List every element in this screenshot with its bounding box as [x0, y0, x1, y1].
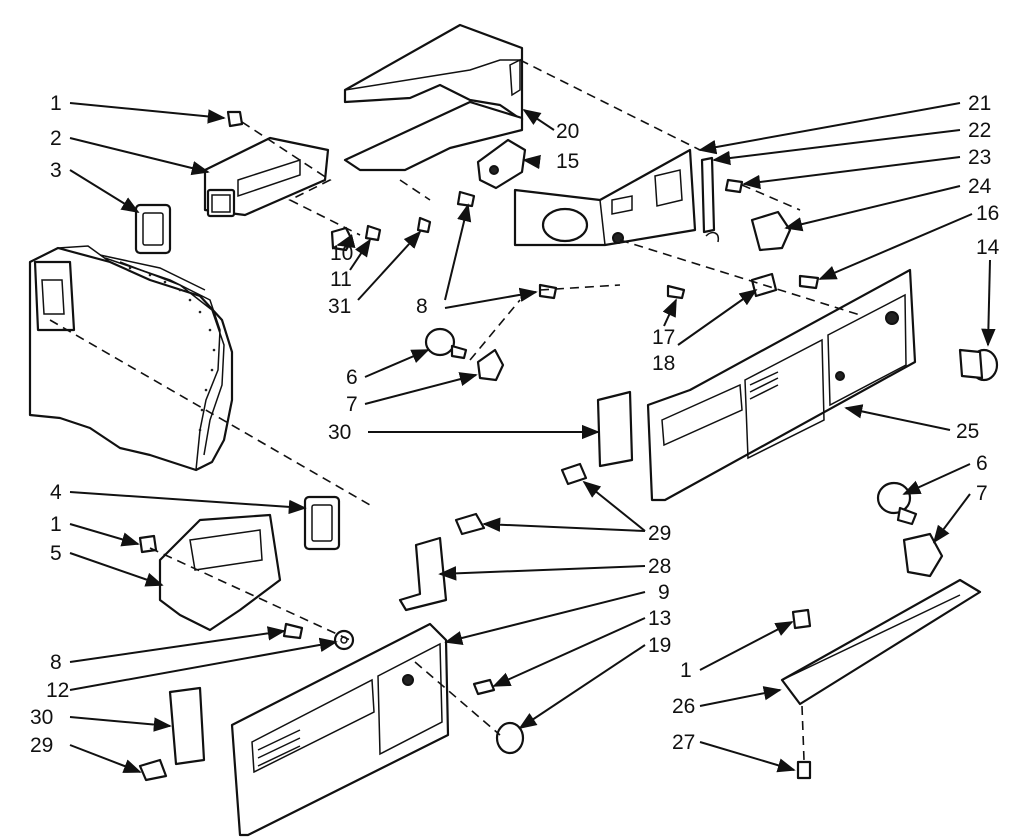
callout-29-bottom: 29 [30, 734, 53, 757]
callout-4: 4 [50, 481, 62, 504]
callout-21: 21 [968, 92, 991, 115]
callout-20: 20 [556, 120, 579, 143]
callout-23: 23 [968, 146, 991, 169]
callout-9: 9 [658, 581, 670, 604]
callout-27: 27 [672, 731, 695, 754]
callout-10: 10 [330, 242, 353, 265]
callout-18: 18 [652, 352, 675, 375]
control-housing-cover [343, 23, 524, 172]
callout-22: 22 [968, 119, 991, 142]
callout-6-right: 6 [976, 452, 988, 475]
control-panel-right [646, 268, 917, 502]
damper-motor [476, 138, 527, 190]
control-panel-lower [230, 622, 450, 837]
callout-2: 2 [50, 127, 62, 150]
callout-3: 3 [50, 159, 62, 182]
callout-14: 14 [976, 236, 1000, 259]
trim-rail [780, 578, 982, 706]
callout-labels: 1 2 3 10 11 31 20 15 8 8 6 7 30 21 22 23… [30, 92, 1000, 757]
control-bracket [513, 148, 697, 247]
control-housing [203, 136, 330, 218]
callout-7-top: 7 [346, 393, 358, 416]
callout-16: 16 [976, 202, 999, 225]
assembly-lines [49, 59, 861, 761]
callout-8-top: 8 [416, 295, 428, 318]
callout-leaders [69, 102, 996, 773]
callout-5: 5 [50, 542, 62, 565]
callout-25: 25 [956, 420, 979, 443]
callout-1-left: 1 [50, 513, 62, 536]
callout-29-mid: 29 [648, 522, 671, 545]
callout-19: 19 [648, 634, 671, 657]
callout-11: 11 [330, 268, 352, 291]
cabinet-section [28, 245, 234, 472]
callout-12: 12 [46, 679, 69, 702]
small-parts [134, 110, 999, 782]
callout-28: 28 [648, 555, 671, 578]
callout-26: 26 [672, 695, 695, 718]
callout-7-right: 7 [976, 482, 988, 505]
callout-8-left: 8 [50, 651, 62, 674]
callout-1-right: 1 [680, 659, 692, 682]
callout-13: 13 [648, 607, 671, 630]
callout-30-bottom: 30 [30, 706, 53, 729]
callout-15: 15 [556, 150, 579, 173]
callout-31: 31 [328, 295, 351, 318]
callout-6-top: 6 [346, 366, 358, 389]
callout-1-top: 1 [50, 92, 62, 115]
callout-30-top: 30 [328, 421, 351, 444]
callout-24: 24 [968, 175, 992, 198]
callout-17: 17 [652, 326, 675, 349]
